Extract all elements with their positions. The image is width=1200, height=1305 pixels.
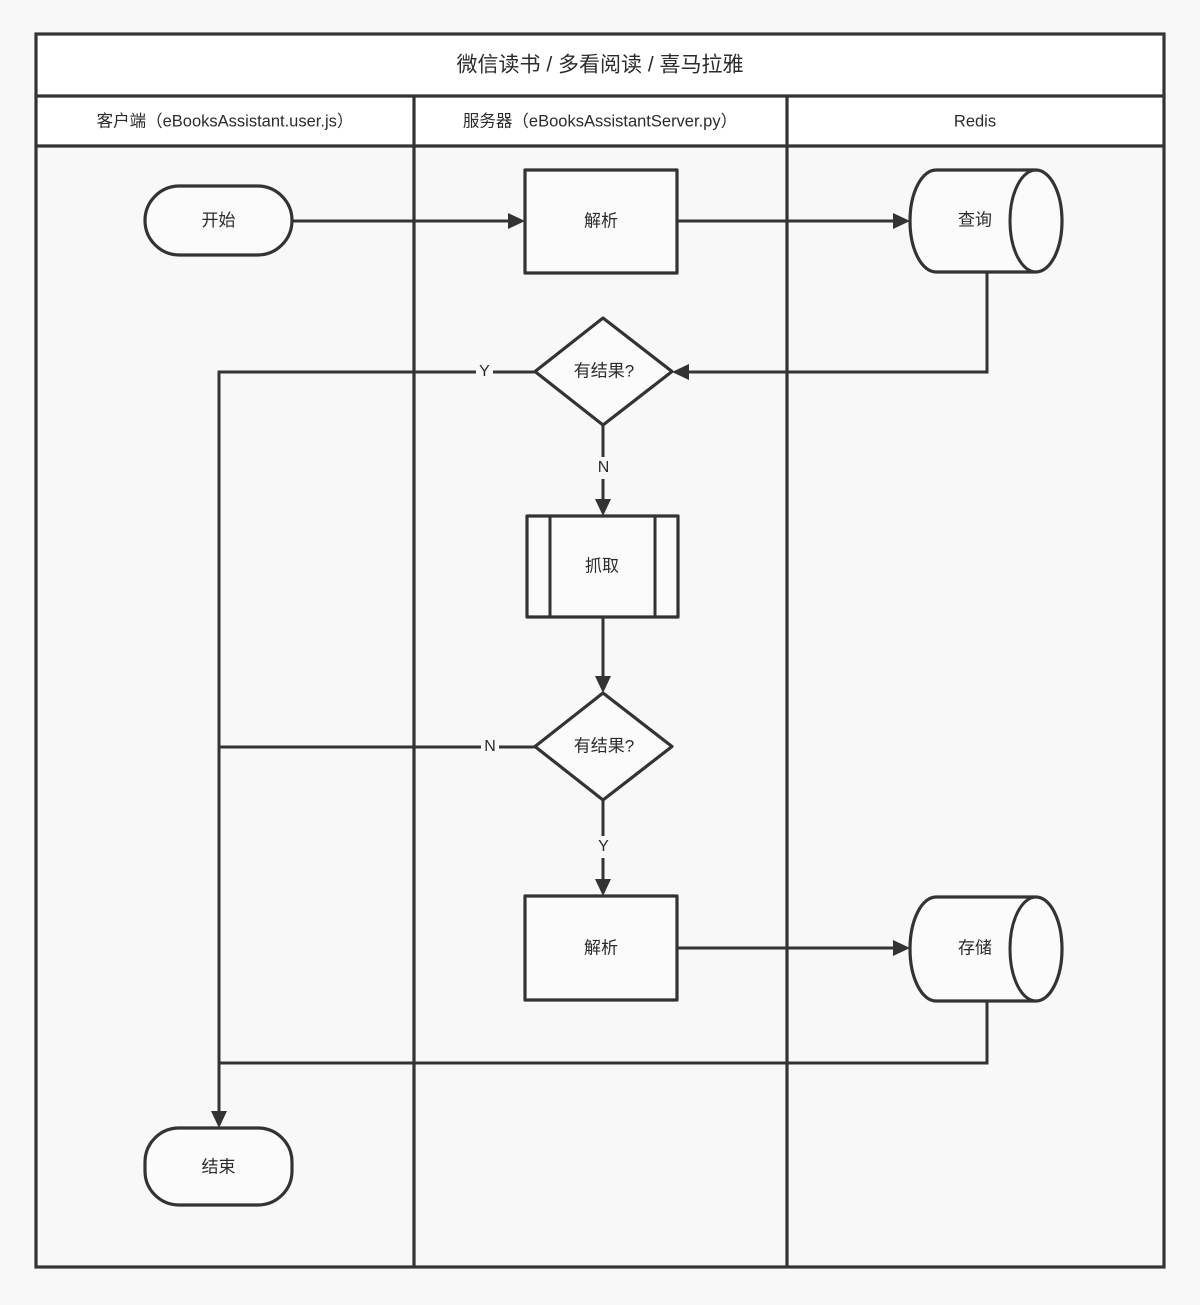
node-parse1[interactable]: 解析 bbox=[523, 168, 679, 275]
node-decide1-label: 有结果? bbox=[574, 361, 634, 380]
svg-text:N: N bbox=[598, 459, 610, 476]
diagram-frame bbox=[34, 32, 1166, 1269]
lane-header-redis: Redis bbox=[954, 112, 996, 130]
node-query-label: 查询 bbox=[958, 210, 992, 229]
edge-label-decide2-no: N bbox=[481, 736, 499, 758]
node-parse1-label: 解析 bbox=[584, 211, 618, 230]
node-fetch-label: 抓取 bbox=[585, 556, 619, 575]
node-start-label: 开始 bbox=[202, 211, 236, 230]
node-parse2-label: 解析 bbox=[584, 938, 618, 957]
edge-label-decide1-yes: Y bbox=[476, 361, 493, 383]
svg-text:N: N bbox=[484, 738, 496, 755]
node-store[interactable]: 存储 bbox=[908, 895, 1064, 1003]
node-start[interactable]: 开始 bbox=[143, 184, 294, 257]
node-decide2[interactable]: 有结果? bbox=[533, 691, 674, 802]
node-end-label: 结束 bbox=[202, 1157, 236, 1176]
edge-fetch-to-decide2 bbox=[595, 617, 611, 693]
node-end[interactable]: 结束 bbox=[143, 1126, 294, 1207]
node-query[interactable]: 查询 bbox=[908, 168, 1064, 274]
edge-parse2-to-store bbox=[677, 940, 910, 956]
edge-decide1-yes-to-end bbox=[211, 370, 535, 1128]
node-decide1[interactable]: 有结果? bbox=[533, 316, 674, 427]
node-parse2[interactable]: 解析 bbox=[523, 894, 679, 1002]
edge-parse1-to-query bbox=[677, 213, 910, 229]
svg-text:Y: Y bbox=[479, 363, 490, 380]
store-cylinder-cap bbox=[1008, 895, 1037, 1003]
query-cylinder-cap bbox=[1008, 168, 1037, 274]
lane-header-server: 服务器（eBooksAssistantServer.py） bbox=[463, 111, 737, 130]
title-band-background bbox=[36, 34, 1164, 96]
svg-text:Y: Y bbox=[598, 838, 609, 855]
edge-store-to-end bbox=[219, 1001, 989, 1065]
edge-start-to-parse1 bbox=[292, 213, 525, 229]
edge-query-to-decide1 bbox=[672, 272, 989, 380]
diagram-title: 微信读书 / 多看阅读 / 喜马拉雅 bbox=[456, 54, 743, 77]
node-store-label: 存储 bbox=[958, 938, 992, 957]
edge-label-decide1-no: N bbox=[595, 457, 612, 479]
lane-header-band-background bbox=[36, 96, 1164, 146]
lane-header-client: 客户端（eBooksAssistant.user.js） bbox=[97, 111, 354, 130]
edge-label-decide2-yes: Y bbox=[595, 836, 612, 858]
node-decide2-label: 有结果? bbox=[574, 736, 634, 755]
node-fetch[interactable]: 抓取 bbox=[525, 514, 680, 619]
